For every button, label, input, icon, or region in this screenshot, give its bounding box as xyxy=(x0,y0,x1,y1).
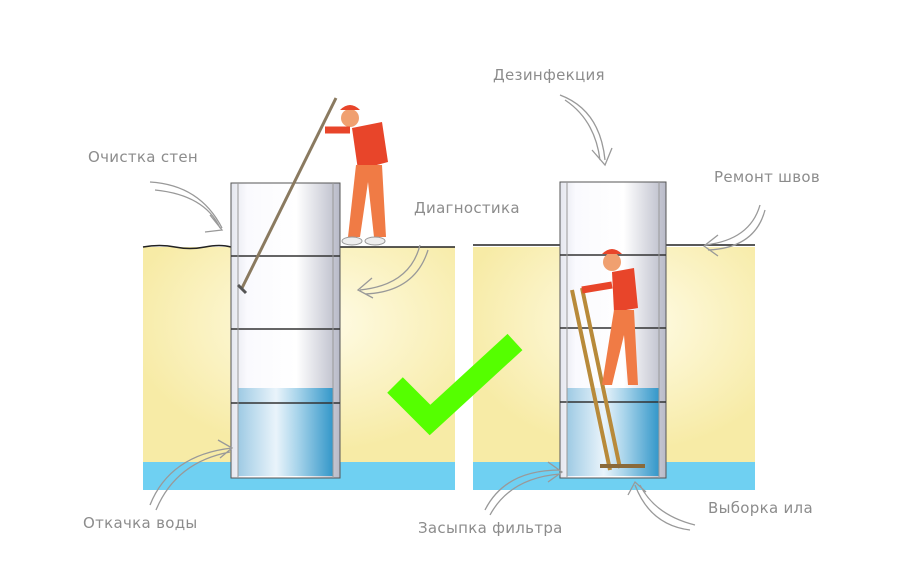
arrow-icon xyxy=(702,204,766,257)
label-water-pumping: Откачка воды xyxy=(83,514,198,532)
arrow-icon xyxy=(559,94,613,167)
arrows xyxy=(149,94,766,531)
label-seam-repair: Ремонт швов xyxy=(714,168,820,186)
arrow-icon xyxy=(356,244,429,299)
worker-cleaning-icon xyxy=(236,97,388,295)
ground-line xyxy=(142,244,455,250)
arrow-icon xyxy=(484,461,564,516)
arrow-icon xyxy=(149,181,224,233)
left-panel xyxy=(142,97,455,490)
worker-ladder-icon xyxy=(570,249,645,471)
label-filter-backfill: Засыпка фильтра xyxy=(418,519,563,537)
right-panel xyxy=(473,181,755,490)
label-diagnostics: Диагностика xyxy=(414,199,520,217)
label-disinfection: Дезинфекция xyxy=(493,66,605,84)
arrow-icon xyxy=(627,480,696,531)
left-well xyxy=(230,182,341,479)
check-mark-icon xyxy=(387,333,523,436)
well-water xyxy=(238,388,333,476)
label-silt-removal: Выборка ила xyxy=(708,499,813,517)
label-wall-cleaning: Очистка стен xyxy=(88,148,199,166)
arrow-icon xyxy=(149,439,234,511)
